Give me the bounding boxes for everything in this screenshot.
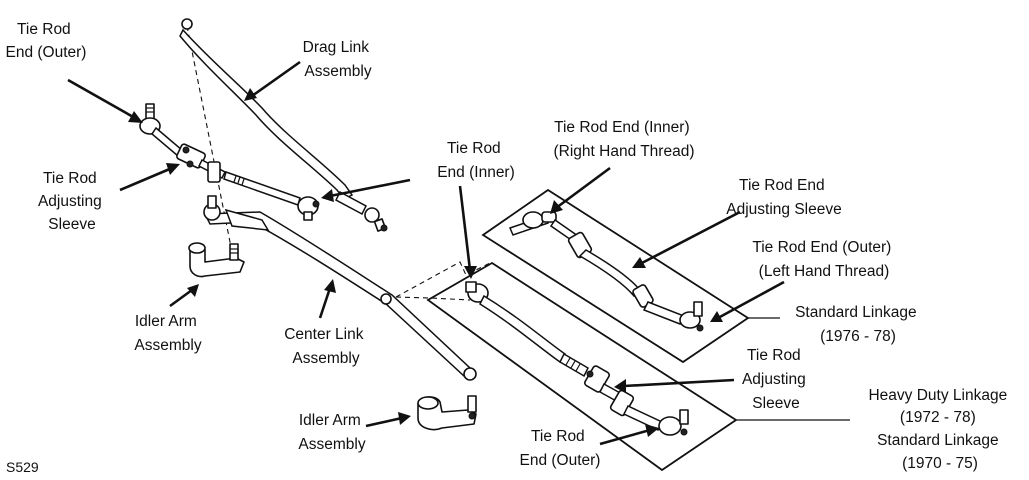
label-tie-rod-end-outer-bottom: Tie Rod End (Outer) [520,428,601,469]
heavy-duty-linkage-parts [465,281,689,436]
label-center-link-assembly: Center Link Assembly [284,326,368,367]
label-tie-rod-adjusting-sleeve-bottom: Tie Rod Adjusting Sleeve [742,347,810,412]
idler-arm-bottom [417,395,477,431]
figure-code: S529 [6,459,39,475]
label-standard-linkage-1976-78: Standard Linkage (1976 - 78) [795,304,921,345]
label-idler-arm-bottom: Idler Arm Assembly [298,412,365,453]
standard-linkage-parts [508,211,704,332]
standard-linkage-box [481,188,780,364]
heavy-duty-linkage-box [426,261,850,472]
left-tie-rod-assembly [139,103,320,221]
center-link-dash-lower [395,296,471,301]
idler-arm-left [188,242,245,278]
label-tie-rod-end-outer-left: Tie Rod End (Outer) [6,21,87,61]
drag-link-assembly [179,18,388,232]
label-tie-rod-end-inner-rh: Tie Rod End (Inner) (Right Hand Thread) [553,119,694,160]
label-tie-rod-end-inner: Tie Rod End (Inner) [437,140,515,181]
label-heavy-duty-linkage: Heavy Duty Linkage (1972 - 78) Standard … [868,387,1011,472]
label-drag-link-assembly: Drag Link Assembly [303,39,374,80]
center-link-dash-upper [395,261,493,298]
label-tie-rod-adjusting-sleeve-left: Tie Rod Adjusting Sleeve [38,170,106,233]
label-tie-rod-end-adjusting-sleeve: Tie Rod End Adjusting Sleeve [726,177,841,218]
label-arrows [67,60,785,446]
label-tie-rod-end-outer-lh: Tie Rod End (Outer) (Left Hand Thread) [752,239,895,280]
label-idler-arm-left: Idler Arm Assembly [134,313,201,354]
center-link-assembly [203,195,477,381]
